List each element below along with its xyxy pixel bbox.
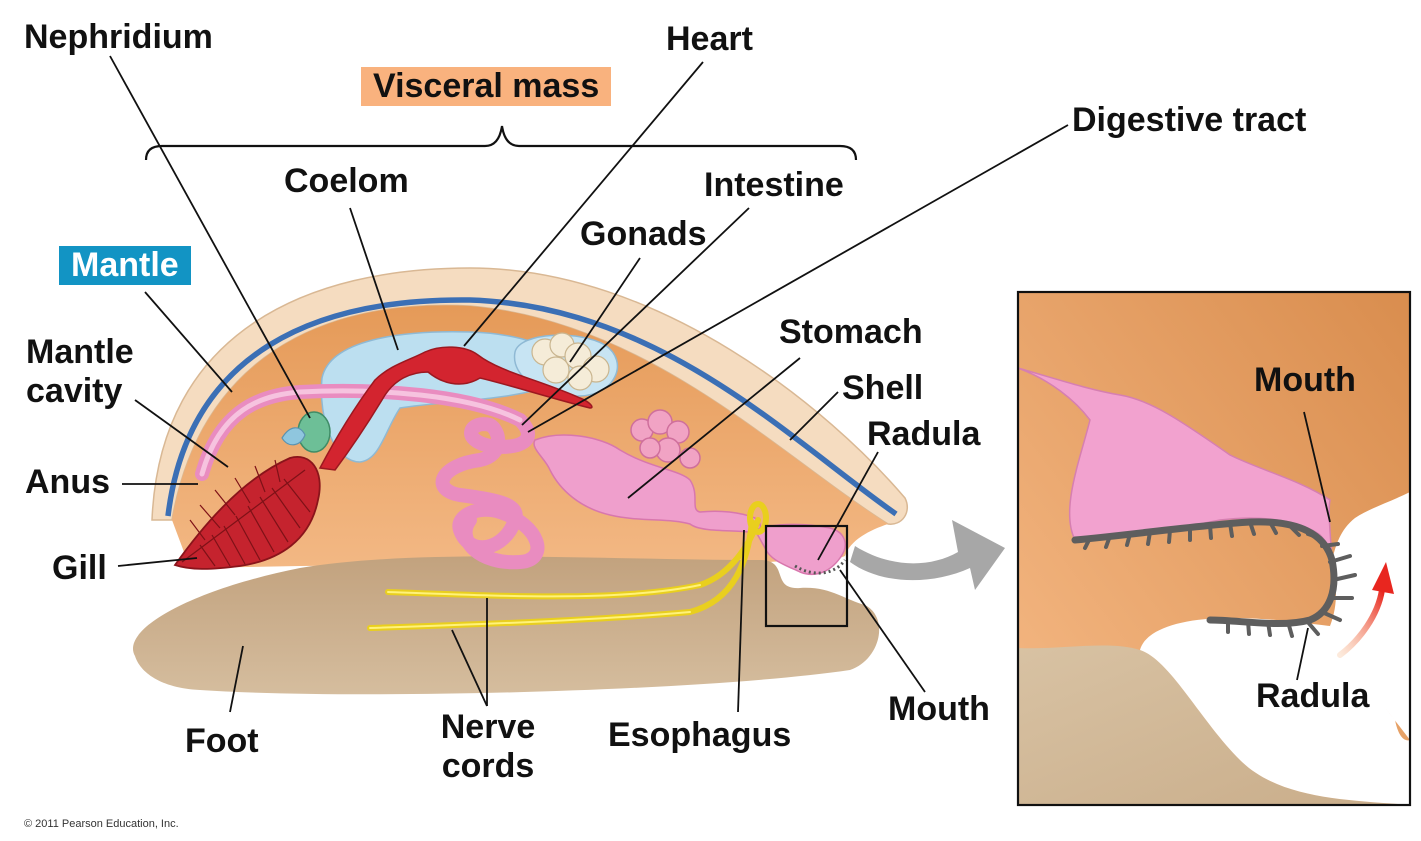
label-gonads: Gonads bbox=[580, 215, 707, 253]
label-foot: Foot bbox=[185, 722, 259, 760]
heart bbox=[318, 346, 593, 471]
label-mouth: Mouth bbox=[888, 690, 990, 728]
leader-lines bbox=[109, 55, 1331, 713]
label-gill: Gill bbox=[52, 549, 107, 587]
gill-lamellae bbox=[181, 459, 311, 567]
label-mantle: Mantle bbox=[59, 246, 191, 286]
label-inset-radula: Radula bbox=[1256, 677, 1370, 715]
label-mantle-cavity: Mantle cavity bbox=[26, 333, 134, 411]
intestine-core bbox=[199, 388, 523, 477]
label-stomach: Stomach bbox=[779, 313, 923, 351]
nephridium-duct bbox=[281, 427, 306, 446]
mouth-region bbox=[753, 523, 846, 576]
label-heart: Heart bbox=[666, 20, 753, 58]
label-nerve-cords-line2: cords bbox=[441, 747, 535, 786]
label-inset-mouth: Mouth bbox=[1254, 361, 1356, 399]
label-digestive-tract: Digestive tract bbox=[1072, 101, 1307, 139]
mantle-layer bbox=[165, 297, 898, 517]
radula-main bbox=[794, 559, 847, 575]
label-nephridium: Nephridium bbox=[24, 18, 213, 56]
label-shell: Shell bbox=[842, 369, 924, 407]
zoom-box bbox=[764, 524, 849, 628]
label-radula: Radula bbox=[867, 415, 981, 453]
copyright-notice: © 2011 Pearson Education, Inc. bbox=[24, 818, 179, 830]
label-nerve-cords-line1: Nerve bbox=[440, 708, 536, 746]
label-anus: Anus bbox=[25, 463, 110, 501]
visceral-mass-bracket bbox=[144, 125, 858, 161]
label-nerve-cords: Nerve cords bbox=[440, 708, 536, 786]
label-esophagus: Esophagus bbox=[608, 716, 792, 754]
label-mantle-cavity-line2: cavity bbox=[26, 372, 123, 411]
label-mantle-cavity-line1: Mantle bbox=[26, 333, 134, 371]
gonads bbox=[531, 332, 610, 391]
label-coelom: Coelom bbox=[284, 162, 409, 200]
inset-panel bbox=[1016, 290, 1412, 807]
label-visceral-mass: Visceral mass bbox=[361, 67, 612, 107]
digestive-gland bbox=[630, 409, 701, 469]
radula-motion-arrow bbox=[1337, 587, 1385, 658]
label-intestine: Intestine bbox=[704, 166, 844, 204]
zoom-arrow bbox=[850, 520, 1005, 590]
